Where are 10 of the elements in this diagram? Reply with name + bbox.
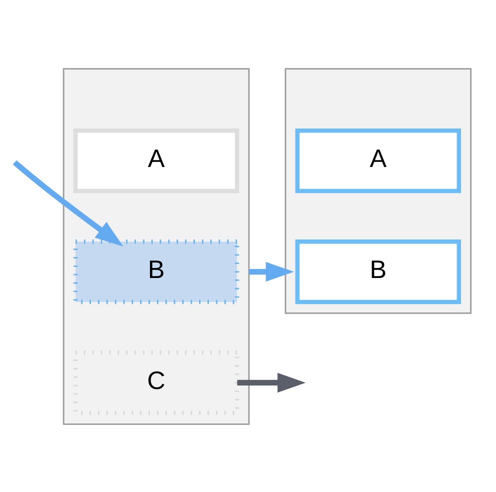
- arrow: [248, 261, 294, 282]
- node-box: B: [295, 238, 462, 304]
- arrow: [237, 372, 306, 392]
- node-box: A: [73, 128, 240, 193]
- node-box: B: [73, 238, 240, 304]
- cluster: [284, 68, 472, 314]
- arrow: [12, 160, 124, 246]
- node-box: C: [73, 350, 240, 415]
- node-box: A: [295, 128, 462, 193]
- cluster: [62, 68, 250, 424]
